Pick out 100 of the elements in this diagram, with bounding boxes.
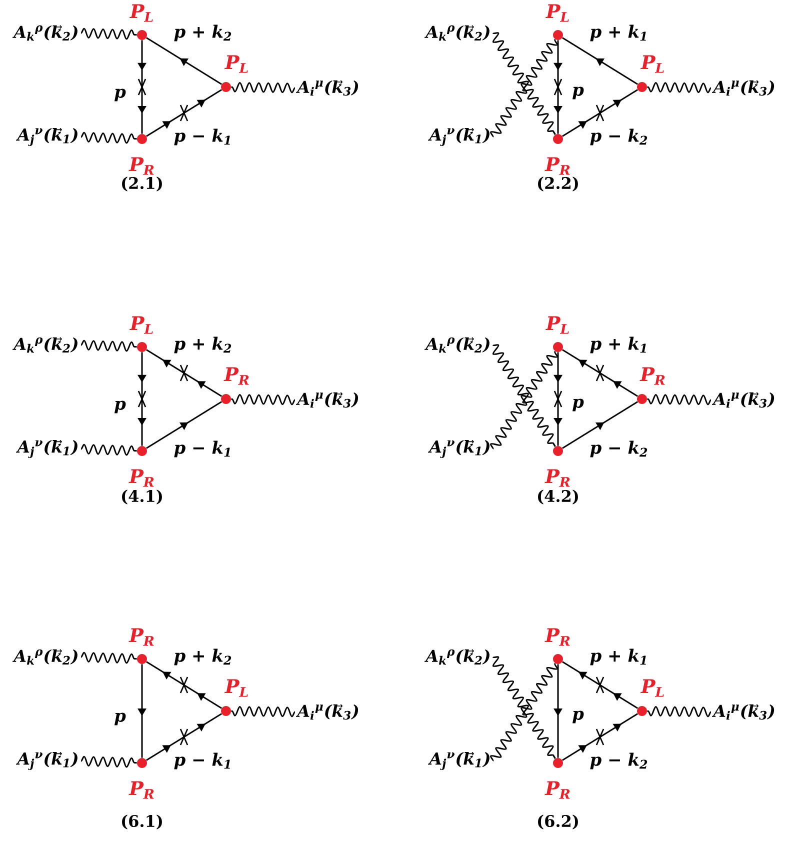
arrow-line — [146, 713, 222, 761]
field-label: A$_{k}$$^{ρ}$(k⃗$_{2}$) — [12, 337, 78, 353]
wavy-line — [231, 394, 296, 406]
wavy-line — [80, 340, 137, 352]
edge-label: p + k$_{1}$ — [588, 336, 650, 354]
vertex-label: P$_{L}$ — [546, 4, 569, 22]
arrow-line — [562, 661, 638, 709]
edge-label: p — [571, 710, 585, 724]
vertex-label: P$_{R}$ — [128, 628, 154, 646]
field-label: A$_{j}$$^{ν}$(k⃗$_{1}$) — [428, 440, 490, 458]
field-label: A$_{j}$$^{ν}$(k⃗$_{1}$) — [428, 752, 490, 770]
wavy-line — [80, 652, 137, 664]
arrow-line — [562, 349, 638, 397]
arrow-line — [146, 37, 222, 85]
edge-label: p − k$_{1}$ — [172, 128, 234, 146]
arrow-line — [146, 661, 222, 709]
wavy-line — [80, 28, 137, 40]
edge-label: p − k$_{1}$ — [172, 440, 234, 458]
wavy-line — [647, 82, 712, 94]
vertex-label: P$_{R}$ — [128, 157, 154, 175]
wavy-line — [647, 394, 712, 406]
edge-label: p + k$_{2}$ — [172, 648, 234, 666]
panel-caption: (4.2) — [538, 490, 578, 504]
edge-label: p − k$_{2}$ — [588, 440, 650, 458]
arrow-line — [554, 40, 562, 134]
wavy-line — [647, 706, 712, 718]
panel-caption: (4.1) — [122, 490, 162, 504]
vertex-label: P$_{R}$ — [544, 781, 570, 799]
arrow-line — [138, 352, 146, 446]
vertex-dot — [553, 342, 563, 352]
edge-label: p + k$_{2}$ — [172, 24, 234, 42]
wavy-line — [231, 82, 296, 94]
vertex-label: P$_{R}$ — [544, 469, 570, 487]
arrow-line — [562, 37, 638, 85]
edge-label: p + k$_{1}$ — [588, 648, 650, 666]
field-label: A$_{j}$$^{ν}$(k⃗$_{1}$) — [16, 752, 78, 770]
field-label: A$_{i}$$^{μ}$(k⃗$_{3}$) — [296, 80, 358, 96]
wavy-line — [80, 132, 137, 144]
arrow-line — [554, 664, 562, 758]
arrow-line — [146, 89, 222, 137]
arrow-line — [562, 89, 638, 137]
edge-label: p — [113, 712, 127, 726]
vertex-dot — [137, 342, 147, 352]
vertex-dot — [637, 82, 647, 92]
vertex-label: P$_{L}$ — [546, 316, 569, 334]
field-label: A$_{j}$$^{ν}$(k⃗$_{1}$) — [16, 128, 78, 146]
edge-label: p − k$_{2}$ — [588, 128, 650, 146]
vertex-label: P$_{R}$ — [128, 469, 154, 487]
vertex-dot — [553, 758, 563, 768]
field-label: A$_{k}$$^{ρ}$(k⃗$_{2}$) — [12, 25, 78, 41]
vertex-label: P$_{L}$ — [224, 55, 248, 73]
arrow-line — [138, 40, 146, 134]
vertex-label: P$_{L}$ — [130, 316, 153, 334]
vertex-label: P$_{R}$ — [128, 781, 154, 799]
panel-caption: (2.2) — [538, 176, 578, 192]
vertex-dot — [221, 82, 231, 92]
vertex-dot — [137, 446, 147, 456]
panel-caption: (2.1) — [122, 176, 162, 192]
vertex-label: P$_{R}$ — [224, 367, 249, 385]
vertex-dot — [137, 30, 147, 40]
edge-label: p — [571, 398, 585, 412]
vertex-label: P$_{L}$ — [224, 679, 248, 697]
vertex-label: P$_{R}$ — [544, 157, 570, 175]
field-label: A$_{i}$$^{μ}$(k⃗$_{3}$) — [296, 392, 358, 408]
edge-label: p — [113, 400, 127, 414]
field-label: A$_{k}$$^{ρ}$(k⃗$_{2}$) — [424, 649, 490, 665]
vertex-dot — [637, 706, 647, 716]
arrow-line — [562, 401, 638, 449]
vertex-dot — [553, 30, 563, 40]
vertex-label: P$_{L}$ — [640, 679, 664, 697]
vertex-dot — [137, 758, 147, 768]
arrow-line — [138, 664, 146, 758]
wavy-line — [80, 756, 137, 768]
field-label: A$_{j}$$^{ν}$(k⃗$_{1}$) — [16, 440, 78, 458]
edge-label: p − k$_{2}$ — [588, 752, 650, 770]
arrow-line — [146, 401, 222, 449]
wavy-line — [231, 706, 296, 718]
field-label: A$_{k}$$^{ρ}$(k⃗$_{2}$) — [424, 25, 490, 41]
arrow-line — [562, 713, 638, 761]
field-label: A$_{k}$$^{ρ}$(k⃗$_{2}$) — [424, 337, 490, 353]
field-label: A$_{i}$$^{μ}$(k⃗$_{3}$) — [712, 80, 774, 96]
vertex-dot — [221, 394, 231, 404]
arrow-line — [554, 352, 562, 446]
field-label: A$_{i}$$^{μ}$(k⃗$_{3}$) — [712, 704, 774, 720]
vertex-dot — [553, 654, 563, 664]
vertex-dot — [553, 134, 563, 144]
vertex-label: P$_{L}$ — [130, 4, 153, 22]
arrow-line — [146, 349, 222, 397]
edge-label: p + k$_{2}$ — [172, 336, 234, 354]
field-label: A$_{k}$$^{ρ}$(k⃗$_{2}$) — [12, 649, 78, 665]
field-label: A$_{i}$$^{μ}$(k⃗$_{3}$) — [712, 392, 774, 408]
field-label: A$_{i}$$^{μ}$(k⃗$_{3}$) — [296, 704, 358, 720]
vertex-dot — [137, 134, 147, 144]
vertex-dot — [221, 706, 231, 716]
wavy-line — [80, 444, 137, 456]
vertex-label: P$_{R}$ — [640, 367, 665, 385]
vertex-dot — [637, 394, 647, 404]
vertex-label: P$_{R}$ — [544, 628, 570, 646]
edge-label: p + k$_{1}$ — [588, 24, 650, 42]
edge-label: p — [571, 86, 585, 100]
